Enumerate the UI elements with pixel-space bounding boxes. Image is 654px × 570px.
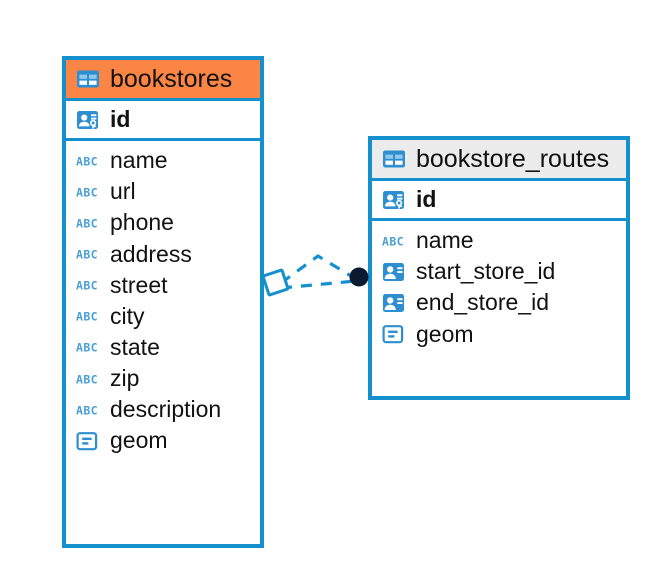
svg-text:ABC: ABC	[76, 372, 98, 386]
field-row-phone[interactable]: ABC phone	[66, 207, 260, 238]
field-row-geom[interactable]: geom	[372, 319, 626, 350]
field-label: end_store_id	[416, 289, 549, 316]
svg-text:ABC: ABC	[76, 216, 98, 230]
svg-text:ABC: ABC	[76, 341, 98, 355]
svg-text:ABC: ABC	[76, 310, 98, 324]
field-label: id	[416, 186, 437, 212]
field-row-address[interactable]: ABC address	[66, 239, 260, 270]
svg-text:ABC: ABC	[76, 248, 98, 262]
field-row-end-store-id[interactable]: end_store_id	[372, 287, 626, 318]
text-type-icon: ABC	[75, 273, 101, 297]
field-label: phone	[110, 209, 174, 236]
text-type-icon: ABC	[75, 367, 101, 391]
field-label: state	[110, 333, 160, 360]
primary-key-icon	[75, 108, 101, 132]
relationship-diamond-endpoint	[261, 268, 290, 297]
text-type-icon: ABC	[75, 304, 101, 328]
field-row-name[interactable]: ABC name	[66, 145, 260, 176]
field-label: street	[110, 271, 168, 298]
field-list-bookstores: ABC name ABC url ABC pho	[66, 141, 260, 461]
svg-text:ABC: ABC	[382, 234, 404, 248]
field-label: url	[110, 178, 136, 205]
foreign-key-icon	[381, 291, 407, 315]
text-type-icon: ABC	[75, 149, 101, 173]
entity-bookstores[interactable]: bookstores id	[62, 56, 264, 548]
entity-bookstore-routes[interactable]: bookstore_routes id	[368, 136, 630, 400]
entity-header-bookstore-routes[interactable]: bookstore_routes	[372, 140, 626, 181]
field-label: name	[110, 147, 168, 174]
field-row-city[interactable]: ABC city	[66, 301, 260, 332]
relationship-line-lower	[280, 279, 357, 290]
table-icon	[381, 147, 407, 171]
field-row-id[interactable]: id	[372, 181, 626, 222]
field-label: name	[416, 227, 474, 254]
text-type-icon: ABC	[75, 242, 101, 266]
field-row-street[interactable]: ABC street	[66, 270, 260, 301]
entity-title: bookstore_routes	[416, 145, 610, 173]
field-label: address	[110, 240, 192, 267]
field-list-bookstore-routes: ABC name start_store_id	[372, 221, 626, 355]
text-type-icon: ABC	[75, 335, 101, 359]
field-label: geom	[110, 427, 168, 454]
svg-text:ABC: ABC	[76, 154, 98, 168]
field-row-id[interactable]: id	[66, 101, 260, 142]
primary-key-icon	[381, 188, 407, 212]
foreign-key-icon	[381, 260, 407, 284]
field-label: city	[110, 302, 145, 329]
text-type-icon: ABC	[75, 180, 101, 204]
field-label: start_store_id	[416, 258, 556, 285]
svg-text:ABC: ABC	[76, 185, 98, 199]
geometry-type-icon	[75, 429, 101, 453]
field-label: id	[110, 106, 131, 132]
relationship-circle-endpoint	[349, 267, 369, 287]
field-row-geom[interactable]: geom	[66, 425, 260, 456]
svg-text:ABC: ABC	[76, 403, 98, 417]
entity-title: bookstores	[110, 65, 233, 93]
field-row-start-store-id[interactable]: start_store_id	[372, 256, 626, 287]
geometry-type-icon	[381, 322, 407, 346]
text-type-icon: ABC	[75, 211, 101, 235]
field-label: description	[110, 396, 222, 423]
field-row-zip[interactable]: ABC zip	[66, 363, 260, 394]
text-type-icon: ABC	[381, 229, 407, 253]
text-type-icon: ABC	[75, 398, 101, 422]
field-label: zip	[110, 365, 140, 391]
field-row-url[interactable]: ABC url	[66, 176, 260, 207]
entity-header-bookstores[interactable]: bookstores	[66, 60, 260, 101]
field-row-description[interactable]: ABC description	[66, 394, 260, 425]
field-label: geom	[416, 320, 474, 347]
table-icon	[75, 67, 101, 91]
svg-text:ABC: ABC	[76, 279, 98, 293]
relationship-line-upper	[280, 254, 357, 285]
field-row-state[interactable]: ABC state	[66, 332, 260, 363]
field-row-name[interactable]: ABC name	[372, 225, 626, 256]
